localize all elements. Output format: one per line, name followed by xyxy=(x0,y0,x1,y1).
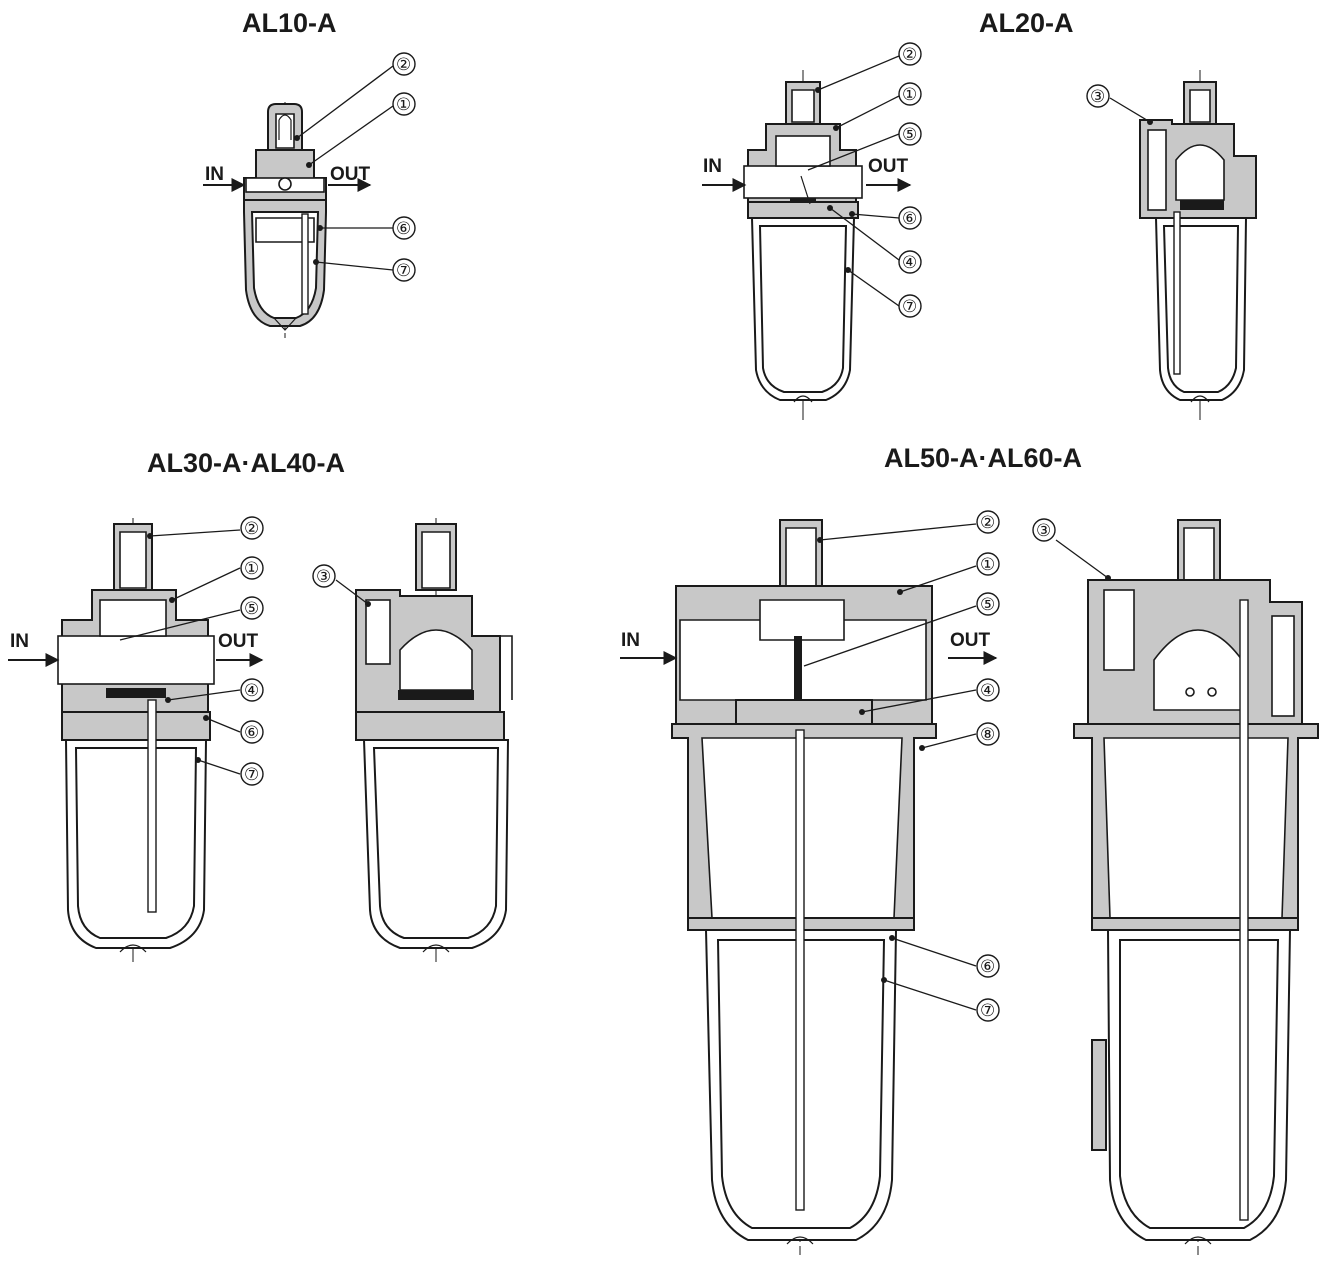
al20-callout-7: ⑦ xyxy=(902,297,917,317)
al50-callout-1: ① xyxy=(980,555,995,575)
title-al50: AL50-A·AL60-A xyxy=(884,443,1083,473)
al10-in-label: IN xyxy=(205,164,224,185)
al10-out-label: OUT xyxy=(330,164,371,185)
al50-callout-4: ④ xyxy=(980,681,995,701)
al30-in-label: IN xyxy=(10,631,29,652)
al50-callout-6: ⑥ xyxy=(980,957,995,977)
al50-callout-8: ⑧ xyxy=(980,725,995,745)
al10-section: IN OUT ② ① ⑥ ⑦ xyxy=(203,52,416,338)
al30-callout-3: ③ xyxy=(316,567,331,587)
al20-in-label: IN xyxy=(703,156,722,177)
al20-front-section: IN OUT ② ① ⑤ ⑥ ④ ⑦ xyxy=(702,42,922,420)
al30-front-section: IN OUT ② ① ⑤ ④ ⑥ ⑦ xyxy=(8,516,264,962)
al30-callout-2: ② xyxy=(244,519,259,539)
al50-out-label: OUT xyxy=(950,630,991,651)
al30-out-label: OUT xyxy=(218,631,259,652)
al20-side-section: ③ xyxy=(1086,70,1257,420)
al30-callout-5: ⑤ xyxy=(244,599,259,619)
al10-callout-2: ② xyxy=(396,55,411,75)
title-al20: AL20-A xyxy=(979,8,1074,38)
al50-callout-5: ⑤ xyxy=(980,595,995,615)
al20-callout-3: ③ xyxy=(1090,87,1105,107)
al30-callout-7: ⑦ xyxy=(244,765,259,785)
title-al10: AL10-A xyxy=(242,8,337,38)
title-al30: AL30-A·AL40-A xyxy=(147,448,346,478)
al10-callout-7: ⑦ xyxy=(396,261,411,281)
al30-callout-4: ④ xyxy=(244,681,259,701)
al50-callout-7: ⑦ xyxy=(980,1001,995,1021)
al20-callout-4: ④ xyxy=(902,253,917,273)
al50-side-section: ③ xyxy=(1032,518,1319,1255)
al50-front-section: IN OUT ② ① ⑤ ④ ⑧ ⑥ ⑦ xyxy=(620,510,1000,1255)
al50-callout-3: ③ xyxy=(1036,521,1051,541)
al30-callout-6: ⑥ xyxy=(244,723,259,743)
al20-out-label: OUT xyxy=(868,156,909,177)
al20-callout-5: ⑤ xyxy=(902,125,917,145)
al50-callout-2: ② xyxy=(980,513,995,533)
al10-callout-1: ① xyxy=(396,95,411,115)
al30-callout-1: ① xyxy=(244,559,259,579)
al50-in-label: IN xyxy=(621,630,640,651)
al20-callout-1: ① xyxy=(902,85,917,105)
al20-callout-6: ⑥ xyxy=(902,209,917,229)
al20-callout-2: ② xyxy=(902,45,917,65)
al30-side-section: ③ xyxy=(312,518,513,962)
al10-callout-6: ⑥ xyxy=(396,219,411,239)
